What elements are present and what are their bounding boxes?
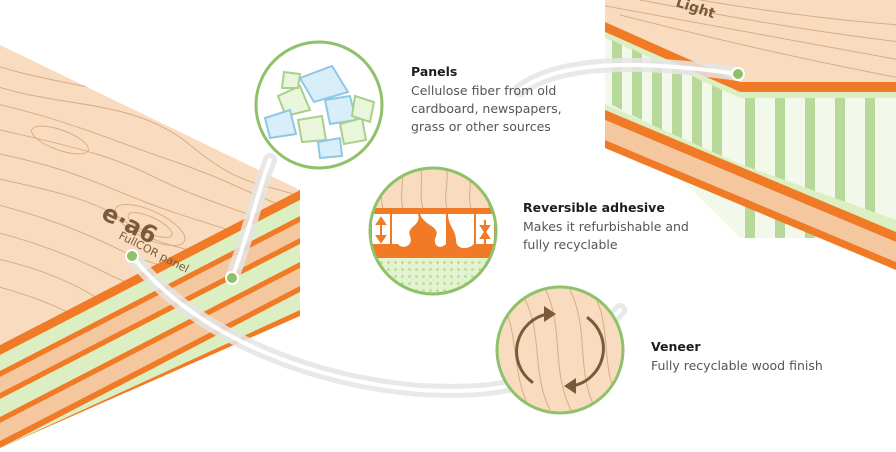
left-panel: e·a6 FullCOR panel	[0, 45, 300, 448]
right-wood-grain	[605, 0, 896, 79]
right-core-ribs	[612, 40, 875, 238]
right-panel-top	[605, 0, 896, 82]
callout-veneer-title: Veneer	[651, 339, 701, 354]
connector-dots	[125, 67, 745, 285]
callout-panels-description: Cellulose fiber from old cardboard, news…	[411, 83, 562, 134]
callout-panels-title: Panels	[411, 64, 458, 79]
fiber-flakes-icon	[254, 40, 384, 170]
recycle-arrows-icon	[495, 285, 625, 415]
callout-adhesive-description: Makes it refurbishable and fully recycla…	[523, 219, 689, 252]
left-panel-top	[0, 45, 300, 345]
right-panel: Light	[605, 0, 896, 270]
adhesive-joint-icon	[368, 166, 498, 296]
callout-veneer-description: Fully recyclable wood finish	[651, 358, 823, 373]
callout-adhesive-title: Reversible adhesive	[523, 200, 665, 215]
left-panel-layers	[0, 190, 300, 448]
